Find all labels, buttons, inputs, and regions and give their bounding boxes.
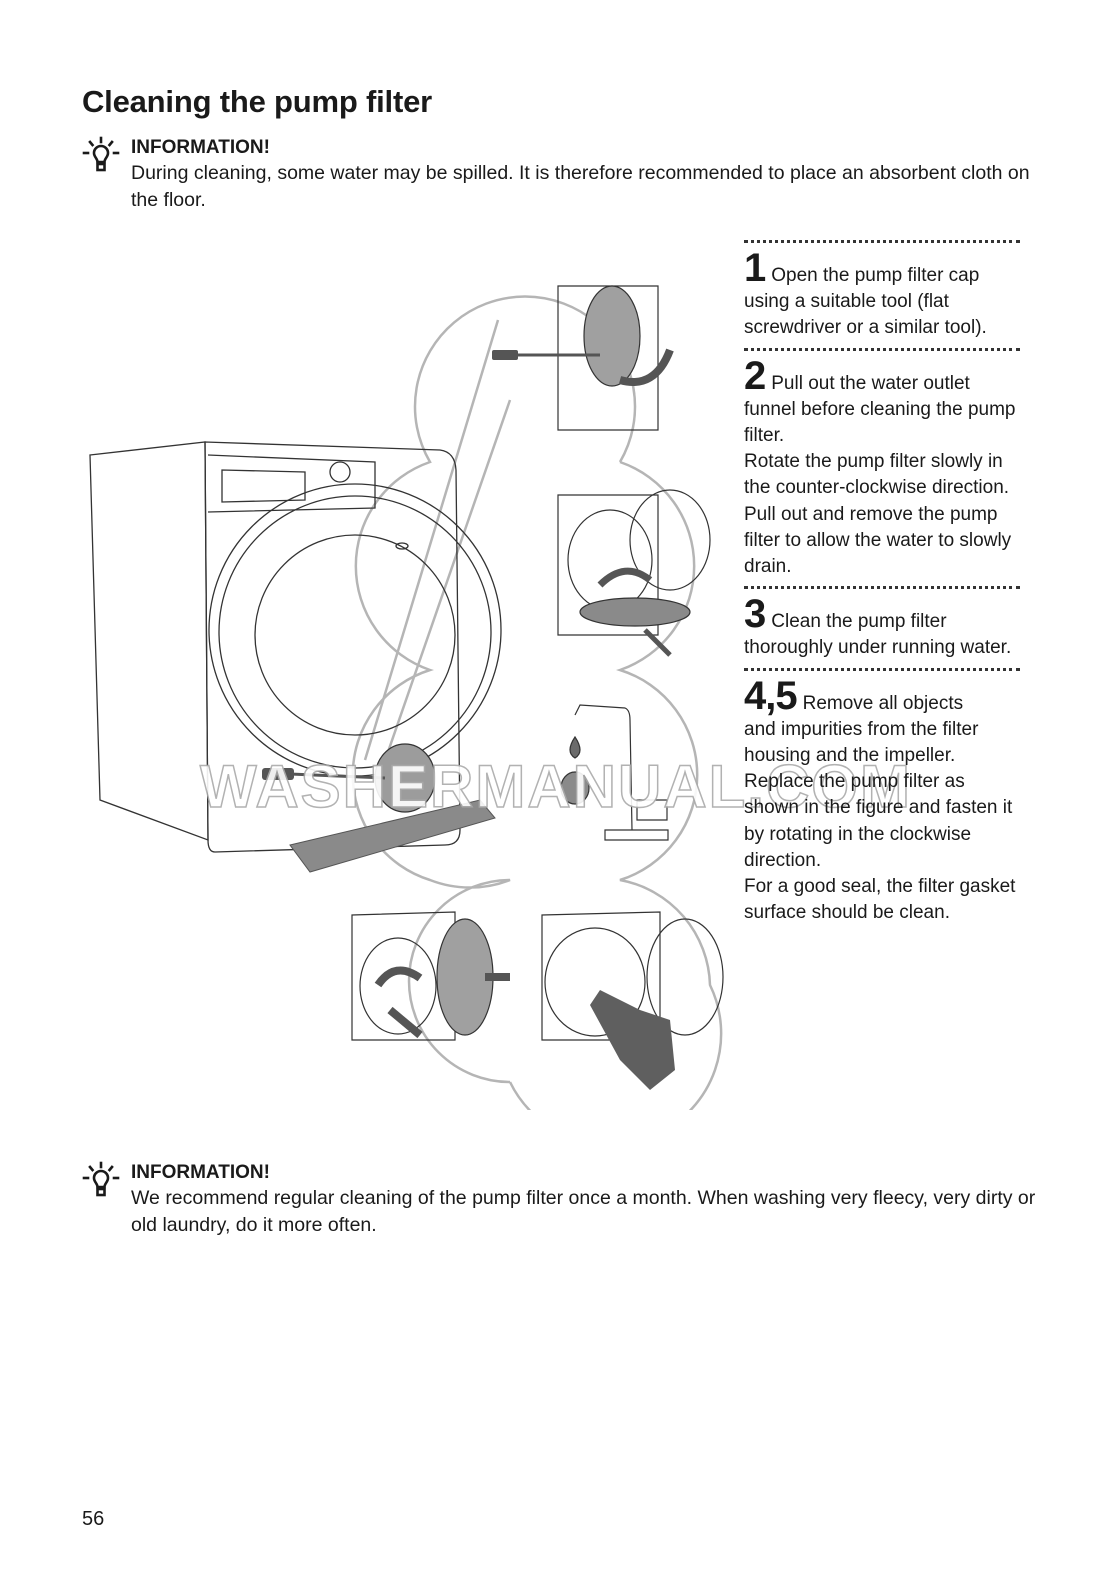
- page-number: 56: [82, 1508, 105, 1530]
- information-text: We recommend regular cleaning of the pum…: [131, 1187, 1036, 1236]
- pump-cap-and-tool: [262, 743, 496, 873]
- page-title: Cleaning the pump filter: [82, 84, 432, 119]
- step-text: and impurities from the filter housing a…: [744, 718, 1016, 924]
- step4-detail: [351, 911, 510, 1041]
- step-number: 2: [744, 353, 766, 398]
- step-text-first: Clean the pump filter: [771, 611, 947, 633]
- step2-detail: [557, 489, 711, 657]
- step5-detail: [541, 911, 724, 1090]
- information-heading: INFORMATION!: [131, 137, 270, 158]
- step-text-first: Remove all objects: [802, 692, 964, 714]
- step-number: 1: [744, 246, 766, 290]
- illustration-svg: [89, 285, 724, 1146]
- information-text: During cleaning, some water may be spill…: [131, 162, 1030, 211]
- information-heading: INFORMATION!: [131, 1162, 270, 1183]
- lightbulb-icon: [82, 1161, 120, 1197]
- step-text-first: Pull out the water outlet: [771, 372, 970, 394]
- washing-machine: [89, 441, 502, 853]
- step-text-first: Open the pump filter cap: [771, 265, 980, 286]
- magnifier-bubbles: [351, 295, 723, 1146]
- pump-filter-illustration: [80, 240, 740, 1146]
- step-number: 4,5: [744, 673, 798, 718]
- step-text: using a suitable tool (flat screwdriver …: [744, 291, 987, 339]
- step-text: thoroughly under running water.: [744, 637, 1012, 659]
- step1-detail: [492, 285, 674, 431]
- step-text: funnel before cleaning the pump filter. …: [744, 398, 1016, 578]
- step3-detail: [560, 704, 669, 841]
- lightbulb-icon: [82, 136, 120, 172]
- step-number: 3: [744, 592, 766, 637]
